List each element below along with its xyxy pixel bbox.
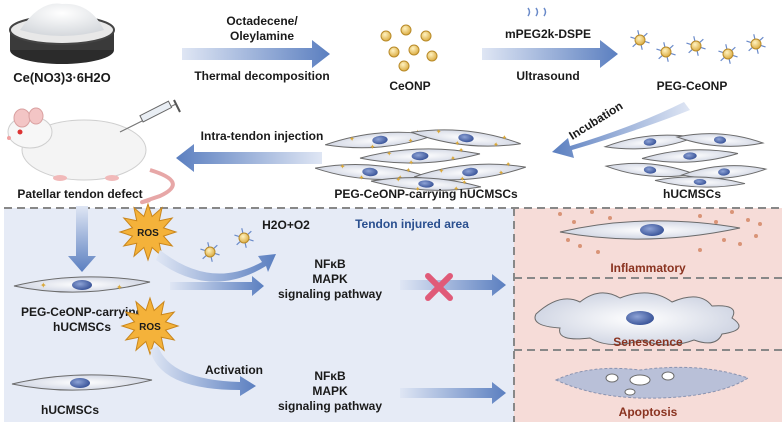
peg-ceonp-label: PEG-CeONP: [657, 79, 728, 93]
arrow-down: [68, 206, 96, 272]
peg-chain-icon: [527, 7, 547, 17]
svg-text:✦: ✦: [369, 143, 376, 151]
path2-line1: NFκB: [314, 369, 346, 383]
svg-text:✦: ✦: [408, 159, 414, 167]
path2-line3: signaling pathway: [278, 399, 382, 413]
svg-text:✦: ✦: [498, 169, 505, 177]
area-title: Tendon injured area: [355, 217, 469, 231]
syringe-icon: [119, 99, 181, 133]
carrying-cell-icon: ✦ ✦: [13, 276, 151, 293]
peg-ceonp-particles: [630, 30, 766, 64]
activation-label: Activation: [205, 363, 263, 377]
svg-text:✦: ✦: [461, 179, 467, 187]
cross-icon: [425, 273, 453, 301]
svg-text:✦: ✦: [415, 185, 421, 193]
carrying-cells-cluster: ✦✦✦✦✦✦✦✦✦✦✦✦✦✦✦✦✦✦✦✦✦✦✦✦: [314, 128, 526, 194]
ros-star-1: [118, 202, 178, 262]
svg-text:✦: ✦: [459, 175, 466, 183]
hucmsc-cell-icon: [11, 374, 153, 391]
step1-line1: Octadecene/: [226, 14, 298, 28]
outcome-apoptosis: Apoptosis: [619, 405, 678, 419]
svg-text:✦: ✦: [438, 167, 445, 175]
step1-line3: Thermal decomposition: [194, 69, 329, 83]
ros-label-1: ROS: [137, 228, 159, 239]
svg-text:✦: ✦: [407, 137, 414, 145]
svg-text:✦: ✦: [501, 134, 508, 143]
svg-text:✦: ✦: [453, 185, 459, 193]
hucmscs-label-bottom: hUCMSCs: [41, 403, 99, 417]
carrying-cells-label: PEG-CeONP-carrying hUCMSCs: [334, 187, 518, 201]
svg-text:✦: ✦: [40, 281, 47, 290]
defect-label: Patellar tendon defect: [17, 187, 142, 201]
carrying-line1: PEG-CeONP-carrying: [21, 305, 143, 319]
arrow-ultrasound: [482, 40, 618, 68]
powder-jar-icon: [9, 3, 115, 64]
svg-text:✦: ✦: [349, 135, 356, 143]
arrow-injection: [176, 144, 322, 172]
svg-text:✦: ✦: [358, 174, 365, 182]
outcome-senescence: Senescence: [613, 335, 683, 349]
path2-line2: MAPK: [312, 384, 348, 398]
carrying-line2: hUCMSCs: [53, 320, 111, 334]
path1-line1: NFκB: [314, 257, 346, 271]
arrow-path2: [400, 382, 506, 404]
apoptosis-cell-icon: [554, 366, 750, 399]
step1-line2: Oleylamine: [230, 29, 294, 43]
svg-text:✦: ✦: [458, 146, 464, 154]
step2-line2: Ultrasound: [516, 69, 579, 83]
precursor-label: Ce(NO3)3·6H2O: [13, 70, 111, 85]
h2o-o2-label: H2O+O2: [262, 218, 310, 232]
ros-label-2: ROS: [139, 322, 161, 333]
rat-icon: [7, 107, 175, 205]
inflammatory-cell-icon: [558, 210, 762, 254]
arrow-incubation: [552, 102, 690, 158]
ros-star-2: [120, 296, 180, 356]
senescence-cell-icon: [534, 292, 740, 346]
arrow-activation: [150, 346, 256, 396]
svg-text:✦: ✦: [505, 160, 512, 168]
outcome-inflammatory: Inflammatory: [610, 261, 686, 275]
path1-line3: signaling pathway: [278, 287, 382, 301]
svg-text:✦: ✦: [450, 155, 456, 163]
step2-line1: mPEG2k-DSPE: [505, 27, 591, 41]
injection-label: Intra-tendon injection: [201, 129, 324, 143]
arrow-thermal: [182, 40, 330, 68]
path1-line2: MAPK: [312, 272, 348, 286]
hucmscs-cluster: [603, 133, 768, 188]
arrow-path1: [170, 276, 264, 296]
arrow-scavenge: [156, 250, 276, 282]
svg-text:✦: ✦: [493, 141, 500, 150]
hucmscs-label-top: hUCMSCs: [663, 187, 721, 201]
svg-text:✦: ✦: [395, 176, 401, 184]
svg-text:✦: ✦: [116, 283, 123, 292]
svg-text:✦: ✦: [454, 139, 461, 148]
svg-text:✦: ✦: [339, 163, 346, 171]
svg-text:✦: ✦: [386, 150, 392, 158]
ceonp-label: CeONP: [389, 79, 430, 93]
arrow-blocked: [400, 274, 506, 296]
peg-ceonp-small: [200, 228, 254, 262]
svg-text:✦: ✦: [435, 128, 442, 137]
svg-text:✦: ✦: [405, 166, 412, 174]
ceonp-particles: [380, 24, 438, 72]
